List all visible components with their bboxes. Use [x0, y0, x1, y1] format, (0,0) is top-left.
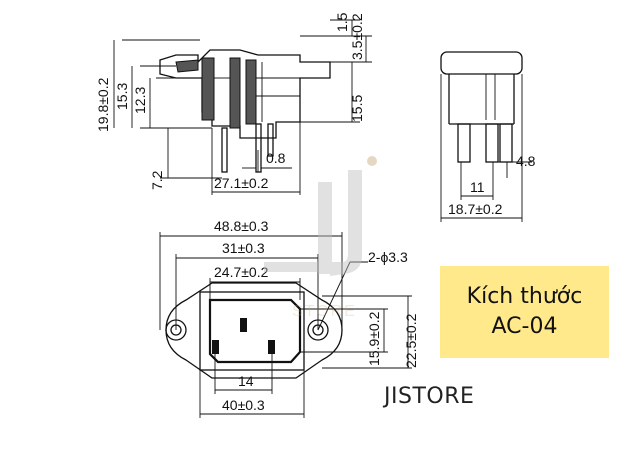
front-opening-width-label: 24.7±0.2 [214, 264, 269, 280]
front-hole-diameter-label: 2-ϕ3.3 [368, 249, 408, 265]
side-pin-gap-label: 0.8 [266, 150, 286, 166]
front-hole-spacing-label: 31±0.3 [222, 240, 265, 256]
brand-name: JISTORE [384, 384, 475, 409]
end-view: 4.8 11 18.7±0.2 [440, 51, 536, 222]
side-h1-label: 15.3 [114, 83, 130, 110]
side-pin-length-label: 7.2 [149, 170, 165, 190]
side-total-height-label: 19.8±0.2 [95, 77, 111, 132]
end-pin-label: 4.8 [516, 153, 536, 169]
side-h2-label: 12.3 [132, 87, 148, 114]
front-pin-pitch-label: 14 [238, 373, 254, 389]
watermark-text: STORE [292, 303, 357, 320]
badge-model: AC-04 [491, 314, 558, 339]
end-width-label: 18.7±0.2 [448, 201, 503, 217]
side-top1-label: 1.5 [334, 12, 350, 32]
front-inner-height-label: 15.9±0.2 [366, 311, 382, 366]
badge-title: Kích thước [466, 284, 583, 309]
watermark-logo: STORE [264, 156, 377, 320]
front-view: 48.8±0.3 31±0.3 24.7±0.2 2-ϕ3.3 15.9±0.2… [159, 218, 419, 418]
side-top2-label: 3.5±0.2 [349, 13, 365, 60]
front-overall-width-label: 48.8±0.3 [214, 218, 269, 234]
size-badge: Kích thước AC-04 [440, 266, 609, 358]
end-inner-label: 11 [470, 179, 485, 195]
side-right-height-label: 15.5 [349, 95, 365, 122]
side-view: 19.8±0.2 15.3 12.3 7.2 0.8 27.1±0.2 1.5 … [95, 12, 372, 195]
front-body-width-label: 40±0.3 [222, 397, 265, 413]
side-width-label: 27.1±0.2 [214, 175, 269, 191]
front-outer-height-label: 22.5±0.2 [403, 313, 419, 368]
